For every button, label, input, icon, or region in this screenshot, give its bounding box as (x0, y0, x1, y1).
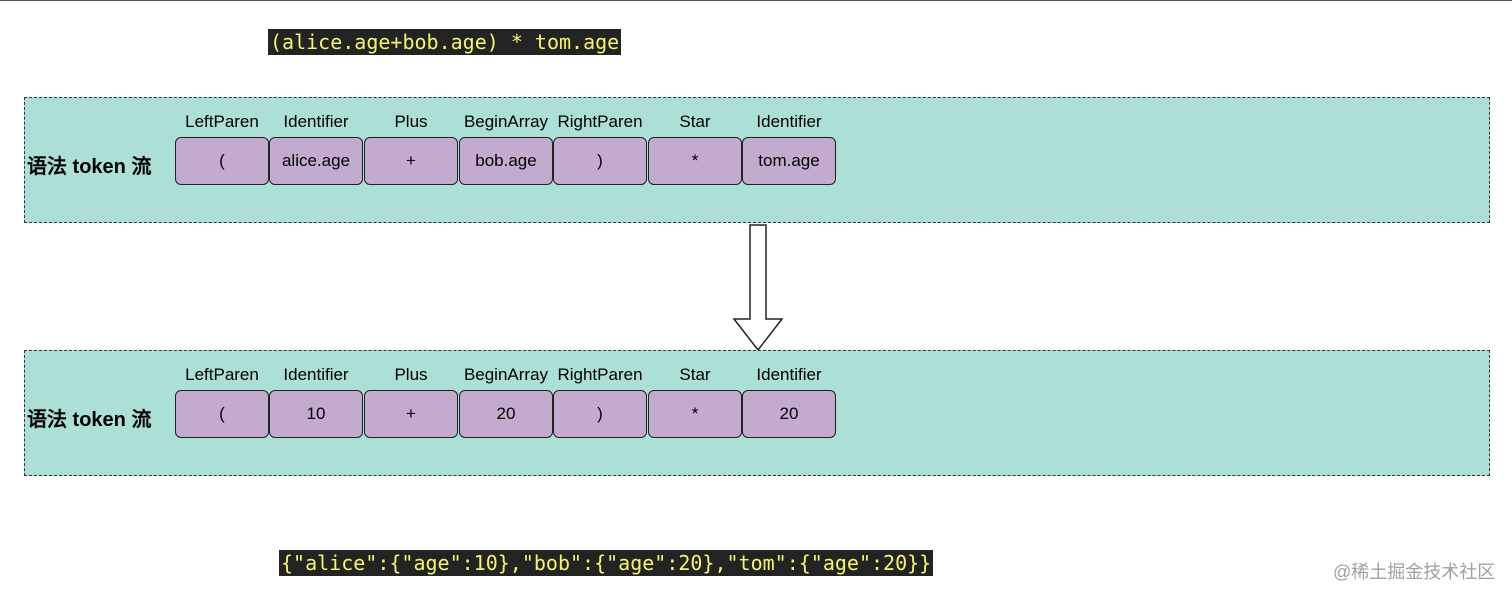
token-cell: ( (175, 137, 269, 185)
token-type-label: Star (679, 365, 711, 384)
token-stream-panel-original: 语法 token 流 LeftParen Identifier Plus Beg… (24, 97, 1490, 223)
token-type-label: Identifier (283, 365, 349, 384)
token-cell: ) (553, 390, 647, 438)
token-type-label: LeftParen (185, 365, 259, 384)
token-stream-panel-resolved: 语法 token 流 LeftParen Identifier Plus Beg… (24, 350, 1490, 476)
token-cell: ( (175, 390, 269, 438)
token-cell: alice.age (269, 137, 363, 185)
token-cell: + (364, 390, 458, 438)
watermark: @稀土掘金技术社区 (1333, 562, 1496, 582)
token-type-label: BeginArray (463, 365, 549, 384)
token-type-label: Identifier (283, 112, 349, 131)
json-context-code: {"alice":{"age":10},"bob":{"age":20},"to… (279, 550, 934, 576)
token-cell: 20 (742, 390, 836, 438)
token-cell: ) (553, 137, 647, 185)
token-cell: 20 (459, 390, 553, 438)
expression-code: (alice.age+bob.age) * tom.age (268, 29, 622, 55)
top-border-line (0, 0, 1512, 1)
token-cell: + (364, 137, 458, 185)
token-type-label: LeftParen (185, 112, 259, 131)
token-type-label: Star (679, 112, 711, 131)
token-cell: * (648, 137, 742, 185)
token-type-label: Identifier (756, 365, 822, 384)
token-type-label: Plus (394, 365, 428, 384)
token-type-label: Plus (394, 112, 428, 131)
panel-label: 语法 token 流 (27, 409, 152, 431)
token-cell: tom.age (742, 137, 836, 185)
panel-label: 语法 token 流 (27, 156, 152, 178)
token-type-label: RightParen (557, 112, 643, 131)
token-cell: * (648, 390, 742, 438)
token-type-label: RightParen (557, 365, 643, 384)
token-type-label: BeginArray (463, 112, 549, 131)
token-type-label: Identifier (756, 112, 822, 131)
token-cell: 10 (269, 390, 363, 438)
token-cell: bob.age (459, 137, 553, 185)
down-arrow-icon (732, 224, 784, 352)
